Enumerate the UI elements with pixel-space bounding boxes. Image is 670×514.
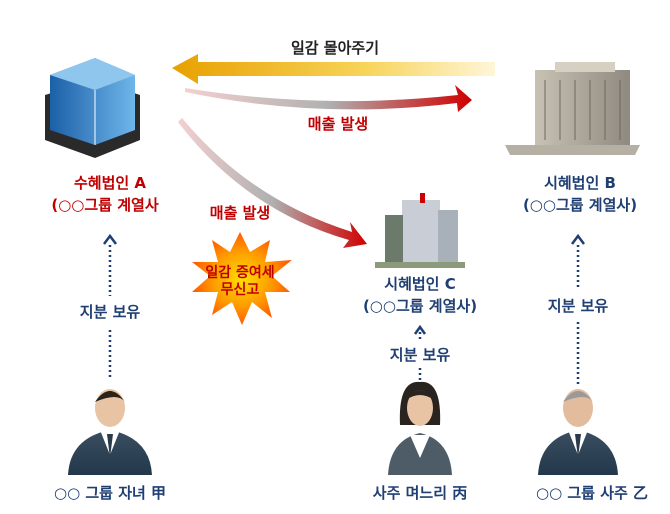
sales-label-b: 매출 발생 <box>307 115 369 133</box>
ownership-label-b: 지분 보유 <box>547 297 609 315</box>
work-transfer-label: 일감 몰아주기 <box>290 39 380 57</box>
company-a-sub: (○○그룹 계열사 <box>51 196 159 214</box>
person-daughter-in-law-label: 사주 며느리 丙 <box>372 484 468 502</box>
company-b-name: 시혜법인 B <box>544 174 616 192</box>
company-c-name: 시혜법인 C <box>384 275 456 293</box>
building-b-icon <box>505 62 640 155</box>
ownership-label-c: 지분 보유 <box>389 346 451 364</box>
sales-arrow-to-c <box>178 118 367 248</box>
person-owner-icon <box>538 389 618 475</box>
person-child-label: ○○ 그룹 자녀 甲 <box>53 484 167 502</box>
company-b-sub: (○○그룹 계열사) <box>522 196 638 214</box>
company-c-sub: (○○그룹 계열사) <box>362 297 478 315</box>
sales-arrow-to-b <box>185 85 472 112</box>
ownership-label-a: 지분 보유 <box>79 303 141 321</box>
warning-burst-icon <box>192 232 292 325</box>
person-daughter-in-law-icon <box>388 381 452 475</box>
building-a-icon <box>45 58 140 158</box>
company-a-name: 수혜법인 A <box>73 174 147 192</box>
work-transfer-arrow <box>172 54 495 84</box>
sales-label-c: 매출 발생 <box>209 204 271 222</box>
burst-line2: 무신고 <box>220 282 260 298</box>
burst-line1: 일감 증여세 <box>205 265 275 281</box>
person-owner-label: ○○ 그룹 사주 乙 <box>535 484 649 502</box>
building-c-icon <box>375 193 465 268</box>
person-child-icon <box>68 389 152 475</box>
